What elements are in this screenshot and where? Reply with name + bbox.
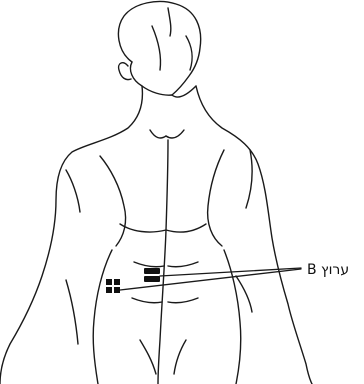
electrode-pad-upper [144, 268, 160, 282]
channel-b-label: ערוץ B [307, 262, 349, 278]
torso-outline [0, 86, 312, 384]
muscle-detail [66, 130, 252, 384]
head-outline [118, 1, 200, 95]
electrode-pad-lower [106, 279, 120, 293]
